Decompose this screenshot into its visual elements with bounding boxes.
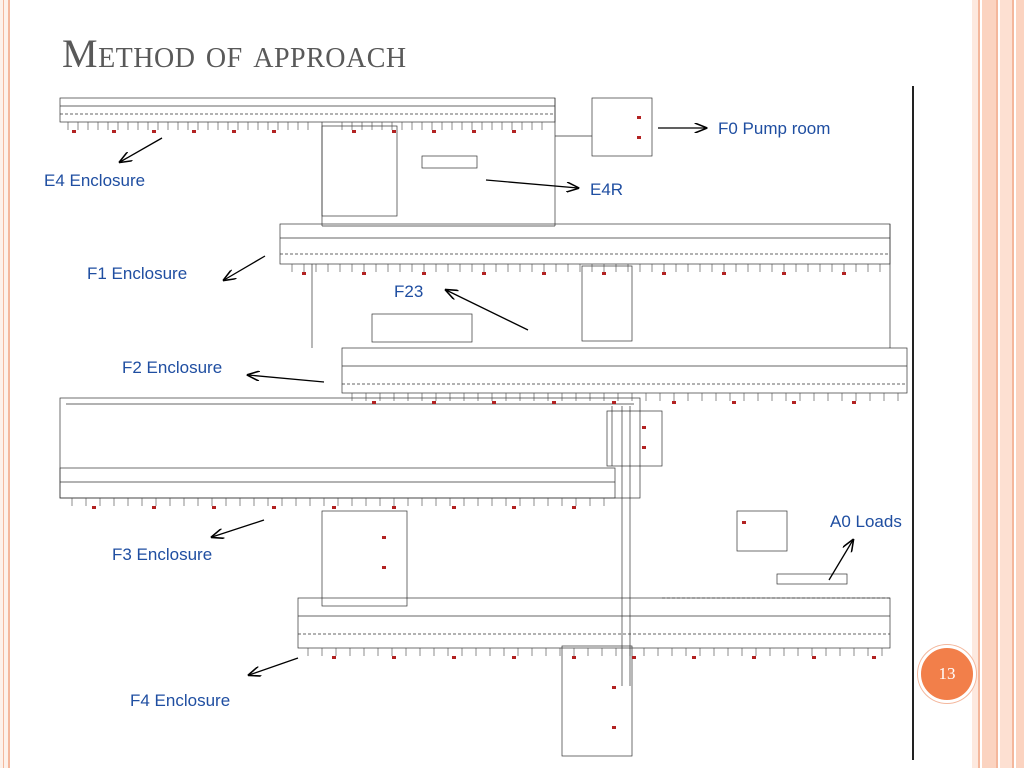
page-number-badge: 13 <box>918 645 976 703</box>
label-f1-enclosure: F1 Enclosure <box>87 264 188 283</box>
label-e4r: E4R <box>590 180 624 199</box>
label-f2-enclosure: F2 Enclosure <box>122 358 223 377</box>
label-e4-enclosure: E4 Enclosure <box>44 171 146 190</box>
label-f23: F23 <box>394 282 424 301</box>
electrical-schematic-diagram <box>59 97 908 757</box>
label-f3-enclosure: F3 Enclosure <box>112 545 213 564</box>
label-f0-pump-room: F0 Pump room <box>718 119 831 138</box>
right-border-decoration <box>972 0 1024 768</box>
label-a0-loads: A0 Loads <box>830 512 902 531</box>
divider-line <box>912 86 914 760</box>
slide-title: Method of approach <box>62 31 407 76</box>
left-border-decoration <box>0 0 10 768</box>
label-f4-enclosure: F4 Enclosure <box>130 691 231 710</box>
